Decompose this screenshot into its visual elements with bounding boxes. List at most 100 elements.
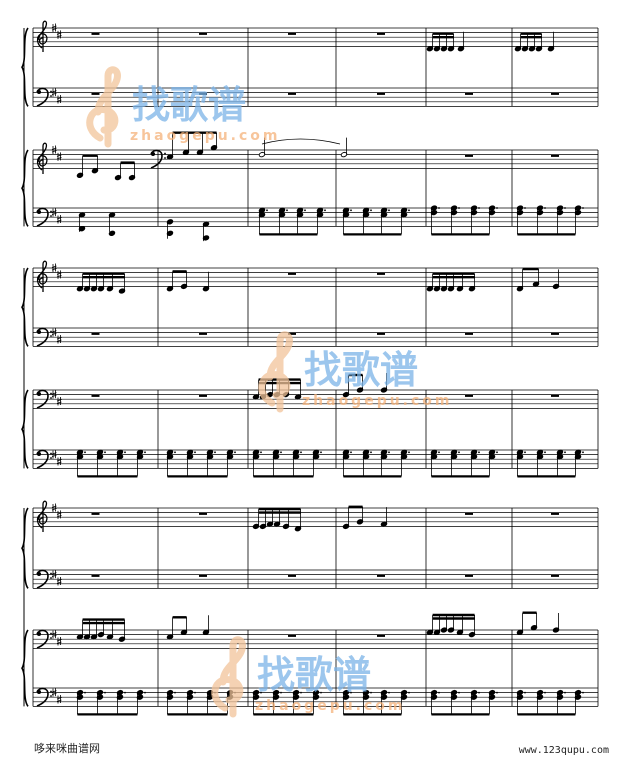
whole-rest-icon bbox=[465, 332, 473, 335]
dot bbox=[350, 209, 352, 212]
whole-rest-icon bbox=[551, 92, 559, 95]
sharp-icon bbox=[51, 390, 57, 399]
dot bbox=[320, 451, 322, 454]
whole-rest-icon bbox=[91, 92, 100, 95]
dot bbox=[544, 207, 546, 209]
bass-clef-dot bbox=[37, 210, 41, 214]
bass-clef-icon bbox=[150, 149, 163, 169]
whole-rest-icon bbox=[465, 512, 473, 515]
bass-clef-icon bbox=[36, 629, 49, 649]
footer-url: www.123qupu.com bbox=[518, 745, 609, 756]
bass-clef-dot bbox=[50, 637, 52, 639]
dot bbox=[438, 691, 440, 694]
sharp-icon bbox=[51, 263, 57, 272]
bass-clef-icon bbox=[36, 207, 49, 227]
bass-clef-dot bbox=[37, 452, 41, 456]
whole-rest-icon bbox=[377, 574, 385, 577]
note-head bbox=[78, 226, 86, 232]
staff bbox=[33, 500, 598, 532]
staff bbox=[33, 327, 598, 347]
sharp-icon bbox=[51, 688, 57, 697]
dot bbox=[582, 691, 584, 694]
dot bbox=[458, 207, 460, 209]
bass-clef-dot bbox=[50, 690, 52, 693]
dot bbox=[582, 207, 584, 209]
whole-rest-icon bbox=[91, 332, 100, 335]
dot bbox=[408, 209, 410, 212]
sharp-icon bbox=[56, 95, 62, 104]
whole-rest-icon bbox=[91, 574, 100, 577]
brace-icon bbox=[21, 507, 29, 589]
dot bbox=[194, 451, 196, 454]
watermark-clef-icon bbox=[211, 636, 246, 718]
dot bbox=[370, 451, 372, 454]
dot bbox=[496, 451, 498, 454]
dot bbox=[478, 451, 480, 454]
whole-rest-icon bbox=[288, 634, 296, 637]
dot bbox=[234, 451, 236, 454]
whole-rest-icon bbox=[199, 32, 207, 35]
dot bbox=[564, 207, 566, 209]
bass-clef-dot bbox=[164, 157, 166, 159]
whole-rest-icon bbox=[551, 512, 559, 515]
bass-clef-dot bbox=[37, 90, 41, 94]
dot bbox=[280, 691, 282, 694]
bass-clef-dot bbox=[164, 152, 166, 155]
watermark-site-text: zhaogepu.com bbox=[255, 698, 406, 714]
bass-clef-dot bbox=[50, 392, 52, 395]
whole-rest-icon bbox=[288, 574, 296, 577]
sharp-icon bbox=[51, 23, 57, 32]
bass-clef-icon bbox=[36, 87, 49, 107]
dot bbox=[124, 691, 126, 694]
dot bbox=[438, 451, 440, 454]
whole-rest-icon bbox=[288, 32, 296, 35]
dot bbox=[564, 691, 566, 694]
staff bbox=[33, 142, 598, 174]
whole-rest-icon bbox=[377, 332, 385, 335]
bass-clef-dot bbox=[50, 210, 52, 213]
dot bbox=[496, 207, 498, 209]
whole-rest-icon bbox=[199, 574, 207, 577]
sharp-icon bbox=[56, 695, 62, 704]
tie bbox=[261, 138, 341, 145]
dot bbox=[124, 451, 126, 454]
bass-clef-dot bbox=[37, 572, 41, 576]
whole-rest-icon bbox=[465, 394, 473, 397]
staff bbox=[33, 260, 598, 292]
sharp-icon bbox=[51, 208, 57, 217]
staff bbox=[33, 20, 598, 52]
whole-rest-icon bbox=[288, 92, 296, 95]
bass-clef-dot bbox=[50, 572, 52, 575]
brace-icon bbox=[21, 389, 29, 469]
whole-rest-icon bbox=[377, 634, 385, 637]
whole-rest-icon bbox=[199, 332, 207, 335]
watermark-clef-icon bbox=[258, 331, 293, 413]
note-head bbox=[202, 235, 210, 241]
bass-clef-dot bbox=[50, 452, 52, 455]
sharp-icon bbox=[51, 145, 57, 154]
dot bbox=[194, 691, 196, 694]
bass-clef-dot bbox=[50, 457, 52, 459]
dot bbox=[84, 691, 86, 694]
dot bbox=[524, 207, 526, 209]
note-head bbox=[108, 230, 116, 236]
sharp-icon bbox=[51, 503, 57, 512]
sharp-icon bbox=[56, 215, 62, 224]
sharp-icon bbox=[56, 457, 62, 466]
bass-clef-dot bbox=[50, 215, 52, 217]
sharp-icon bbox=[56, 152, 62, 161]
sharp-icon bbox=[56, 335, 62, 344]
dot bbox=[350, 691, 352, 694]
dot bbox=[324, 209, 326, 212]
staff bbox=[33, 569, 598, 589]
treble-clef-icon bbox=[36, 142, 48, 174]
dot bbox=[388, 451, 390, 454]
bass-clef-dot bbox=[37, 690, 41, 694]
whole-rest-icon bbox=[551, 394, 559, 397]
dot bbox=[350, 451, 352, 454]
sharp-icon bbox=[56, 30, 62, 39]
dot bbox=[320, 691, 322, 694]
bass-clef-dot bbox=[151, 152, 155, 156]
